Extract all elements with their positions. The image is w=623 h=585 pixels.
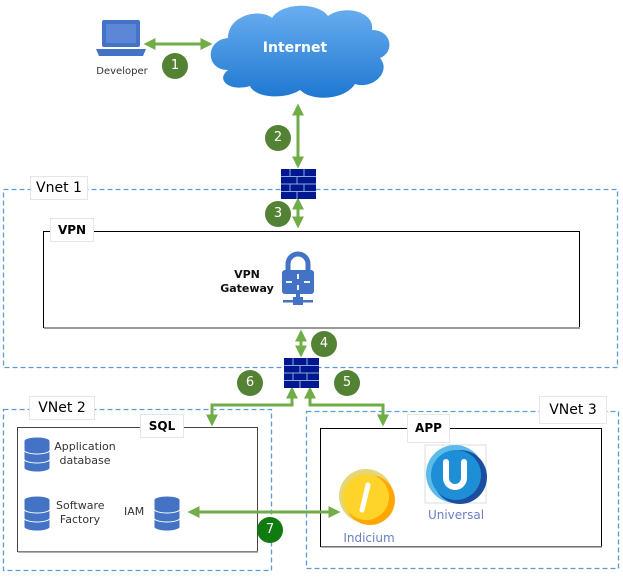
- vnet2-container: [2, 408, 273, 572]
- vnet3-container: [305, 410, 620, 570]
- vnet1-title: Vnet 1: [31, 177, 87, 199]
- vpn-gateway-label: VPN Gateway: [218, 268, 276, 296]
- firewall-icon: [284, 358, 319, 388]
- step-badge-3: 3: [265, 201, 291, 227]
- database-icon-application: [23, 436, 51, 473]
- db-label-line: Software: [56, 499, 105, 512]
- db-label-line: database: [59, 454, 111, 467]
- developer-label: Developer: [96, 66, 148, 77]
- database-icon-iam: [153, 495, 181, 532]
- step-badge-7: 7: [257, 517, 283, 543]
- db-label-application: Application database: [54, 440, 116, 468]
- step-badge-6: 6: [237, 370, 263, 396]
- laptop-icon: [96, 20, 146, 56]
- universal-logo-icon: [424, 444, 487, 504]
- arrow-firewall-app: [304, 386, 389, 427]
- step-badge-2: 2: [265, 125, 291, 151]
- vpn-gateway-label-line1: VPN: [234, 268, 260, 281]
- internet-label: Internet: [262, 40, 328, 56]
- db-label-software-factory: Software Factory: [56, 499, 105, 527]
- sql-title: SQL: [141, 415, 183, 437]
- arrow-firewall-sql: [206, 386, 298, 427]
- db-label-line: Application: [54, 440, 116, 453]
- indicium-label: Indicium: [343, 531, 395, 545]
- step-badge-1: 1: [162, 53, 188, 79]
- vpn-title: VPN: [51, 219, 93, 241]
- cloud-icon: [210, 5, 390, 98]
- vpn-gateway-icon: [282, 251, 314, 305]
- step-badge-5: 5: [334, 370, 360, 396]
- step-badge-4: 4: [311, 331, 337, 357]
- firewall-icon: [281, 169, 316, 199]
- db-label-line: Factory: [59, 513, 101, 526]
- universal-label: Universal: [427, 508, 485, 522]
- vpn-gateway-label-line2: Gateway: [220, 282, 274, 295]
- vnet3-title: VNet 3: [540, 397, 606, 423]
- indicium-logo-icon: [339, 469, 395, 525]
- app-title: APP: [408, 415, 449, 442]
- database-icon-software-factory: [23, 495, 51, 532]
- db-label-iam: IAM: [124, 505, 145, 518]
- vnet2-title: VNet 2: [30, 397, 94, 419]
